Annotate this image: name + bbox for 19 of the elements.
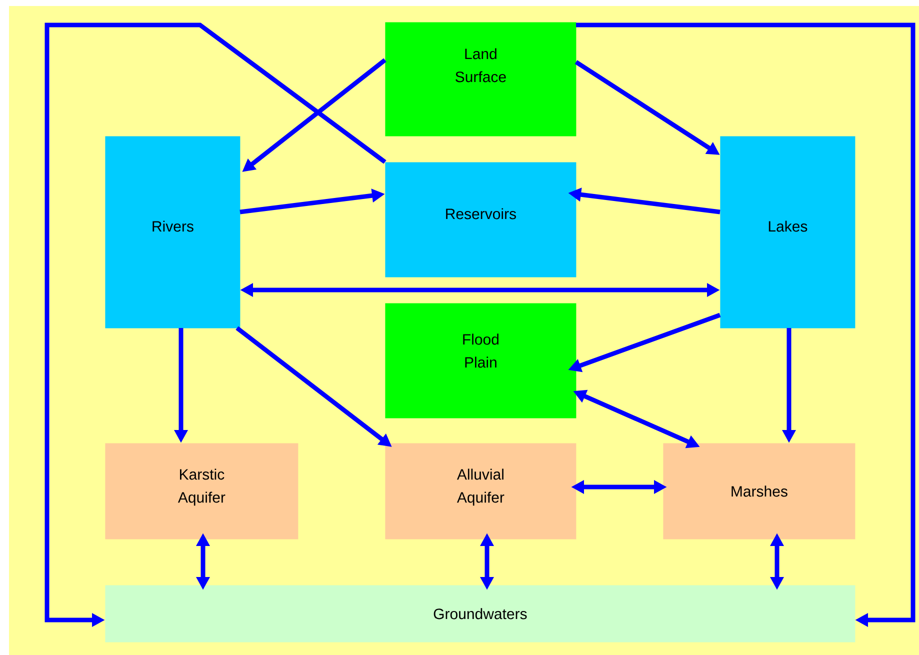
box-label: Lakes — [768, 220, 808, 232]
process-box — [105, 585, 856, 642]
arrow — [576, 22, 916, 628]
box-label: Land Surface — [456, 48, 506, 82]
process-box — [105, 136, 240, 328]
process-box — [385, 22, 576, 136]
box-label: Flood Plain — [463, 334, 498, 368]
box-label: Rivers — [152, 220, 194, 232]
box-label: Karstic Aquifer — [178, 468, 226, 506]
box-label: Groundwaters — [434, 608, 527, 620]
box-label: Alluvial Aquifer — [456, 468, 504, 506]
box-label: Reservoirs — [446, 208, 516, 220]
process-box — [385, 303, 576, 418]
process-box — [385, 443, 576, 540]
process-box — [720, 136, 856, 328]
process-box — [385, 162, 576, 278]
box-label: Marshes — [732, 486, 788, 497]
process-box — [663, 443, 856, 540]
process-box — [105, 443, 298, 540]
